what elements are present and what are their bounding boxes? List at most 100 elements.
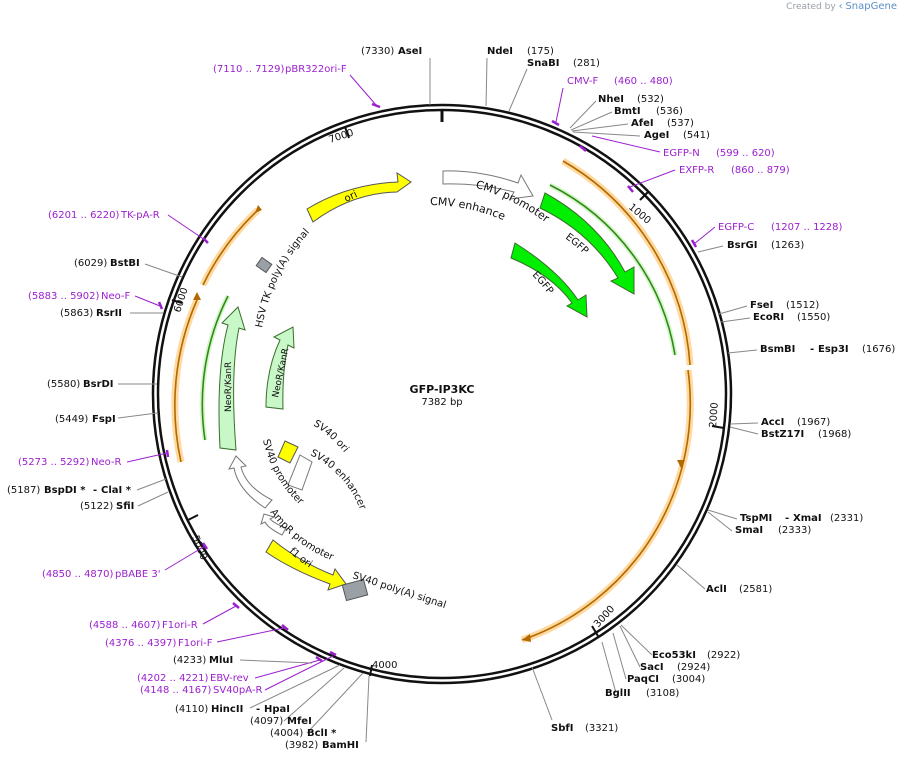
egfp-outer-feature[interactable]: [539, 192, 635, 295]
orf-arc-3-halo: [171, 298, 201, 463]
f1-ori-feature[interactable]: [265, 539, 347, 591]
enzyme-pos-bspdi: (5187): [7, 485, 40, 496]
enzyme-name-bspdi: BspDI *: [44, 485, 86, 496]
enzyme-leader-mfei: [283, 667, 345, 722]
enzyme-dash-hpai: -: [256, 704, 260, 715]
enzyme-name-smai: SmaI: [735, 525, 763, 536]
egfp-orf-arc: [549, 184, 676, 356]
primer-range-cmv-f: (460 .. 480): [614, 76, 673, 87]
enzyme-name-bsrdi: BsrDI: [83, 379, 114, 390]
ori-feature[interactable]: [306, 172, 412, 223]
tick-7000: [344, 126, 350, 139]
egfp-inner-feature[interactable]: [510, 242, 588, 318]
primer-leader-tk-pa-r: [167, 214, 206, 241]
enzyme-name-tspmi: TspMI: [740, 513, 772, 524]
neo-orf-arc: [201, 295, 229, 441]
credit-brand: SnapGene: [845, 1, 897, 12]
primer-mark-tk-pa-r: [202, 237, 209, 244]
enzyme-name-bcli: BclI *: [307, 728, 337, 739]
primer-range-pbabe3: (4850 .. 4870): [42, 569, 114, 580]
enzyme-leader-tspmi: [707, 509, 738, 520]
enzyme-name-hpai: HpaI: [264, 704, 290, 715]
primer-range-egfp-c: (1207 .. 1228): [771, 222, 843, 233]
enzyme-pos-bstbi: (6029): [74, 258, 107, 269]
orf-arrowhead-2: [522, 634, 531, 642]
enzyme-leader-saci: [619, 625, 641, 668]
primer-range-f1ori-f: (4376 .. 4397): [105, 638, 177, 649]
snapgene-logo-icon: ‹: [838, 1, 843, 12]
enzyme-dash-xmai: -: [785, 513, 789, 524]
neo-inner-feature[interactable]: [265, 326, 295, 410]
tick-3000: [591, 625, 599, 637]
enzyme-leader-bmti: [570, 111, 613, 131]
enzyme-leader-smai: [707, 511, 733, 532]
enzyme-name-bmti: BmtI: [614, 106, 641, 117]
enzyme-pos-snabi: (281): [573, 58, 600, 69]
primer-name-egfp-c: EGFP-C: [718, 222, 754, 233]
enzyme-leader-paqci: [612, 632, 627, 680]
enzyme-leaders: [117, 57, 759, 743]
enzyme-name-fsei: FseI: [750, 300, 773, 311]
enzyme-name-bsmbi: BsmBI: [760, 344, 795, 355]
enzyme-pos-afei: (537): [667, 118, 694, 129]
enzyme-leader-hincii: [249, 664, 341, 709]
orf-arrowhead-3: [193, 292, 201, 300]
tick-2000: [711, 425, 725, 429]
sv40-ori-feature[interactable]: [277, 440, 299, 464]
enzyme-name-xmai: XmaI: [793, 513, 822, 524]
sv40-polya-feature[interactable]: [341, 578, 369, 602]
enzyme-leader-snabi: [508, 68, 528, 112]
primer-name-f1ori-r: F1ori-R: [162, 620, 198, 631]
enzyme-dash-clai: -: [93, 485, 97, 496]
enzyme-pos-mfei: (4097): [250, 716, 283, 727]
backbone-outer-ring: [151, 103, 733, 685]
primer-mark-cmv-f: [551, 119, 560, 127]
cmv-promoter-feature[interactable]: [442, 170, 534, 200]
sv40-enhancer-label: SV40 enhancer: [309, 448, 368, 512]
enzyme-name-hincii: HincII: [211, 704, 243, 715]
enzyme-leader-bsmbi: [727, 349, 758, 354]
tick-label-4000: 4000: [372, 660, 397, 671]
sv40-ori-label: SV40 ori: [311, 418, 350, 454]
enzyme-pos-bamhi: (3982): [285, 740, 318, 751]
enzyme-leader-bstz17i: [729, 426, 759, 435]
primer-leader-f1ori-f: [216, 627, 285, 643]
enzyme-pos-bcli: (4004): [270, 728, 303, 739]
primer-range-pbr322ori-f: (7110 .. 7129): [213, 64, 285, 75]
primer-range-sv40pa-r: (4148 .. 4167): [140, 685, 212, 696]
primer-name-neo-f: Neo-F: [101, 291, 131, 302]
orf-arc-2-halo: [520, 369, 694, 644]
tick-label-6000: 6000: [172, 286, 190, 314]
ampr-promoter-feature[interactable]: [260, 513, 287, 536]
enzyme-pos-bmti: (536): [656, 106, 683, 117]
primer-mark-exfp-r: [627, 185, 634, 193]
orf-arc-1: [562, 160, 691, 366]
enzyme-name-bglii: BglII: [605, 688, 631, 699]
sv40-enhancer-feature[interactable]: [287, 454, 313, 491]
enzyme-name-bamhi: BamHI: [322, 740, 359, 751]
enzyme-pos-paqci: (3004): [672, 674, 705, 685]
enzyme-name-saci: SacI: [640, 662, 664, 673]
primer-leader-egfp-n: [591, 135, 661, 153]
enzyme-leader-bamhi: [365, 675, 370, 743]
tick-6000: [171, 299, 183, 304]
enzyme-leader-ecori: [720, 317, 751, 323]
enzyme-pos-rsrii: (5863): [60, 308, 93, 319]
sv40-promoter-feature[interactable]: [228, 455, 273, 509]
enzyme-labels: (7330) AseI NdeI (175) SnaBI (281) NheI …: [7, 46, 895, 751]
neo-outer-feature[interactable]: [218, 306, 246, 451]
enzyme-pos-bsrdi: (5580): [47, 379, 80, 390]
enzyme-pos-ndei: (175): [527, 46, 554, 57]
primer-leader-neo-r: [126, 452, 168, 463]
hsv-tk-polya-feature[interactable]: [255, 256, 273, 274]
primer-mark-egfp-n: [579, 145, 587, 152]
enzyme-pos-smai: (2333): [778, 525, 811, 536]
primer-mark-neo-f: [157, 301, 164, 310]
primer-leader-sv40pa-r: [264, 655, 334, 691]
primer-leader-cmv-f: [555, 87, 564, 123]
enzyme-leader-fsei: [718, 305, 748, 315]
primer-range-neo-r: (5273 .. 5292): [18, 457, 90, 468]
enzyme-pos-ecori: (1550): [797, 312, 830, 323]
enzyme-leader-afei: [571, 123, 629, 132]
